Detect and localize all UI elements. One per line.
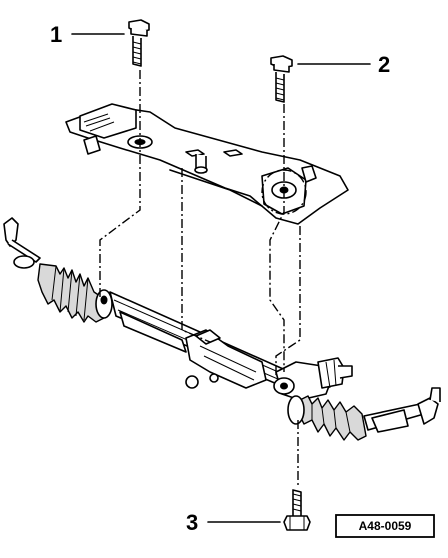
bolt-1 — [128, 19, 150, 67]
callout-1: 1 — [50, 22, 125, 47]
reference-code: A48-0059 — [359, 519, 412, 533]
callout-2-label: 2 — [378, 52, 390, 77]
bolt-2 — [270, 55, 293, 103]
mounting-bracket — [65, 103, 349, 225]
alignment-lines — [99, 70, 301, 488]
bolt-3 — [283, 489, 311, 531]
callout-3: 3 — [186, 510, 281, 535]
reference-code-box: A48-0059 — [335, 514, 435, 538]
callout-3-label: 3 — [186, 510, 198, 535]
steering-rack — [3, 217, 441, 441]
callout-2: 2 — [297, 52, 390, 77]
callout-1-label: 1 — [50, 22, 62, 47]
